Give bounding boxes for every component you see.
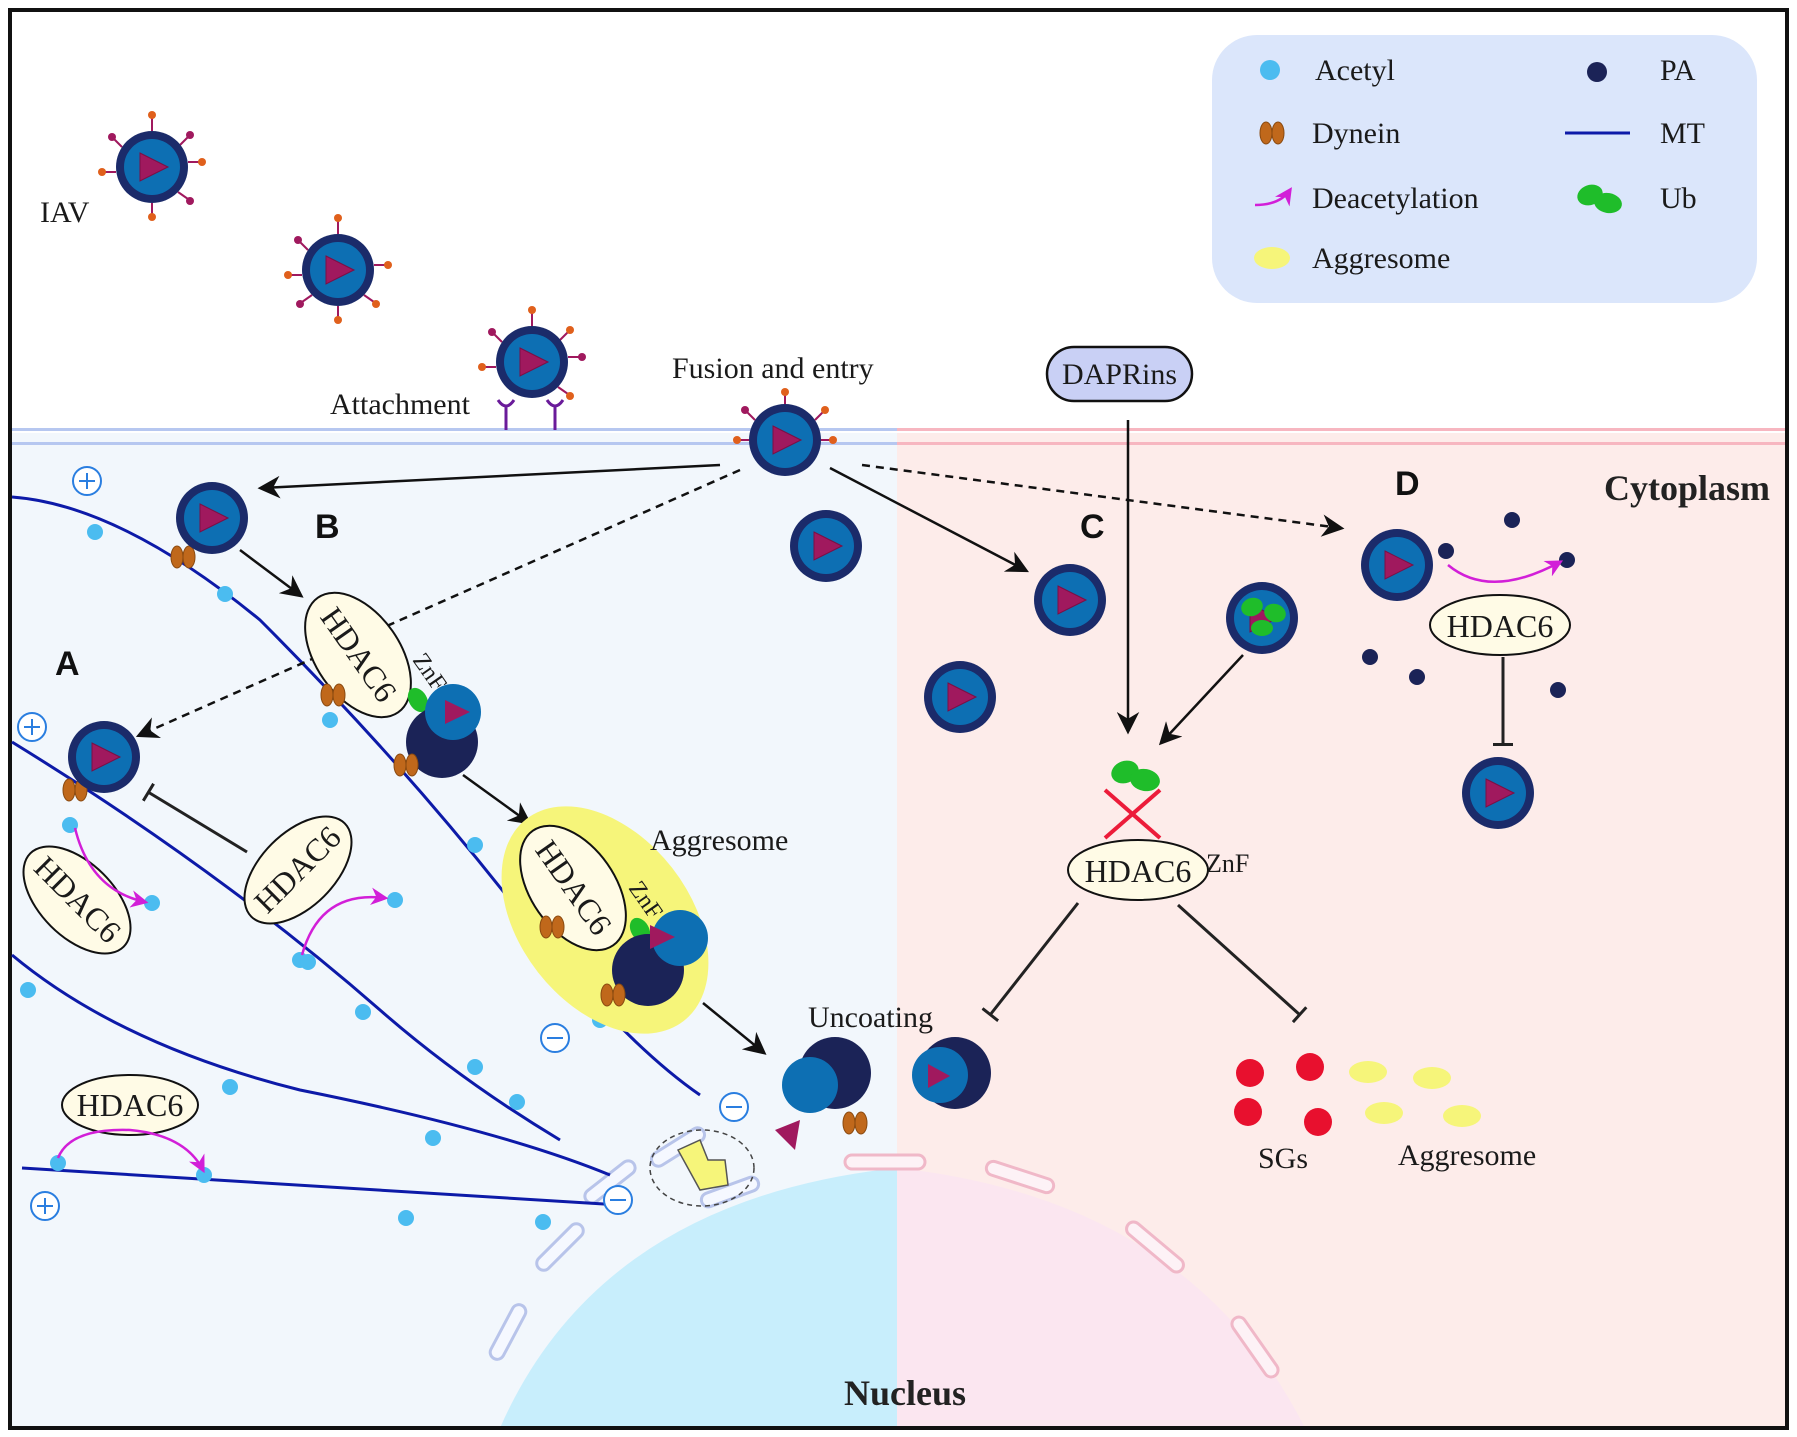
deacetylation-a1: [300, 887, 389, 956]
uncoating-label: Uncoating: [808, 1001, 933, 1034]
nuclear-pore: [649, 1129, 755, 1207]
legend-deacetylation: Deacetylation: [1312, 182, 1479, 215]
virus-c1: [789, 509, 863, 583]
legend-box: [1212, 35, 1757, 303]
hdac6-c: HDAC6: [1067, 839, 1209, 901]
daprins-label: DAPRins: [1062, 358, 1177, 391]
virus-d1: [1360, 528, 1434, 602]
nucleus-label: Nucleus: [844, 1373, 966, 1413]
uncoating-complex: [775, 1037, 871, 1150]
cell-membrane: [10, 428, 1787, 445]
extracellular-virus-1: [98, 111, 206, 221]
entry-arrows: [135, 463, 1345, 1055]
panel-d-label: D: [1395, 465, 1420, 503]
stress-granules: [1234, 1053, 1332, 1136]
minus-end-icon-3: [603, 1185, 633, 1215]
aggresome-b: HDAC6 ZnF: [501, 806, 709, 1034]
virus-c2: [923, 660, 997, 734]
red-x-block: [1103, 788, 1162, 840]
iav-label: IAV: [40, 196, 90, 229]
minus-end-icon-2: [719, 1092, 749, 1122]
ubiquitinated-virus: [1225, 581, 1299, 655]
deacetylation-d: [1447, 560, 1564, 583]
sgs-label: SGs: [1258, 1142, 1308, 1175]
panel-a-label: A: [55, 645, 80, 683]
plus-end-icon-1: [72, 466, 102, 496]
fusion-entry-label: Fusion and entry: [672, 352, 874, 385]
extracellular-virus-2: [284, 214, 392, 324]
svg-text:HDAC6: HDAC6: [1447, 608, 1554, 644]
virus-a1: [67, 720, 141, 794]
aggresome-legend-icon: [1254, 247, 1290, 269]
pa-dots: [1362, 512, 1575, 698]
daprins-box: DAPRins: [1045, 345, 1194, 403]
receptors: [496, 399, 565, 430]
attaching-virus: [478, 306, 586, 400]
deacetylation-legend-icon: [1254, 187, 1292, 207]
uncoating-virus-c: [912, 1037, 991, 1109]
znf-label-c: ZnF: [1206, 849, 1249, 878]
virus-b1: [175, 481, 249, 555]
svg-text:HDAC6: HDAC6: [77, 1087, 184, 1123]
inhibition-a: [141, 782, 248, 854]
legend-aggresome: Aggresome: [1312, 242, 1450, 275]
legend-mt: MT: [1660, 117, 1705, 150]
panel-b-label: B: [315, 508, 340, 546]
ub-binding-arrow: [1158, 654, 1244, 746]
acetyl-groups: [20, 524, 608, 1230]
plus-end-icon-3: [30, 1191, 60, 1221]
cytoplasm-label: Cytoplasm: [1604, 468, 1770, 508]
ub-b: [407, 687, 429, 713]
aggresome-c: [1349, 1061, 1481, 1127]
svg-text:HDAC6: HDAC6: [1085, 853, 1192, 889]
hdac6-a3: HDAC6: [61, 1074, 199, 1136]
ub-c: [1111, 760, 1160, 792]
inhibition-uncoating: [981, 902, 1080, 1022]
hdac6-d: HDAC6: [1429, 594, 1571, 656]
hdac6-a1: HDAC6: [243, 815, 353, 925]
aggresome-c-label: Aggresome: [1398, 1139, 1536, 1172]
fusing-virus: [733, 388, 837, 477]
deacetylation-a2: [73, 827, 149, 908]
plus-end-icon-2: [17, 712, 47, 742]
deacetylation-a3: [56, 1128, 205, 1174]
legend-ub: Ub: [1660, 182, 1697, 215]
legend: Acetyl Dynein Deacetylation Aggresome PA…: [1212, 35, 1757, 303]
minus-end-icon-1: [540, 1023, 570, 1053]
virus-d2: [1461, 756, 1535, 830]
frame-border: [8, 8, 1789, 1430]
virus-c3: [1033, 563, 1107, 637]
attachment-label: Attachment: [330, 388, 471, 421]
ub-legend-icon: [1577, 184, 1622, 214]
pa-legend-icon: [1587, 62, 1607, 82]
panel-c-label: C: [1080, 508, 1105, 546]
acetyl-legend-icon: [1260, 60, 1280, 80]
legend-acetyl: Acetyl: [1315, 54, 1395, 87]
aggresome-b-label: Aggresome: [650, 824, 788, 857]
inhibition-sgs: [1176, 903, 1308, 1024]
legend-dynein: Dynein: [1312, 117, 1400, 150]
legend-pa: PA: [1660, 54, 1696, 87]
